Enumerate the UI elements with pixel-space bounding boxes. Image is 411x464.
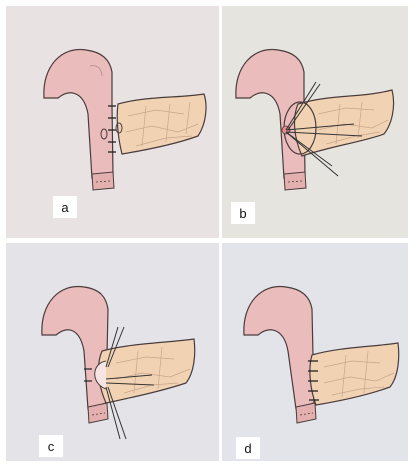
stomach-tube [244, 286, 314, 409]
panel-b-label: b [231, 202, 255, 224]
pancreas [99, 339, 195, 403]
stomach-end [284, 172, 306, 190]
panel-d: d [222, 243, 408, 461]
panel-c-label: c [39, 435, 63, 457]
panel-a: a [6, 6, 219, 238]
panel-c: c [6, 243, 219, 461]
panel-d-label: d [236, 437, 260, 459]
panel-a-drawing [6, 6, 219, 238]
pancreas [310, 343, 399, 405]
panel-d-drawing [222, 243, 408, 461]
panel-a-label: a [53, 196, 77, 218]
panel-b: b [222, 6, 408, 238]
stomach-tube [44, 49, 113, 178]
stomach-tube [42, 286, 108, 409]
pancreas [117, 94, 206, 154]
stomach-end [92, 172, 114, 190]
panel-c-drawing [6, 243, 219, 461]
